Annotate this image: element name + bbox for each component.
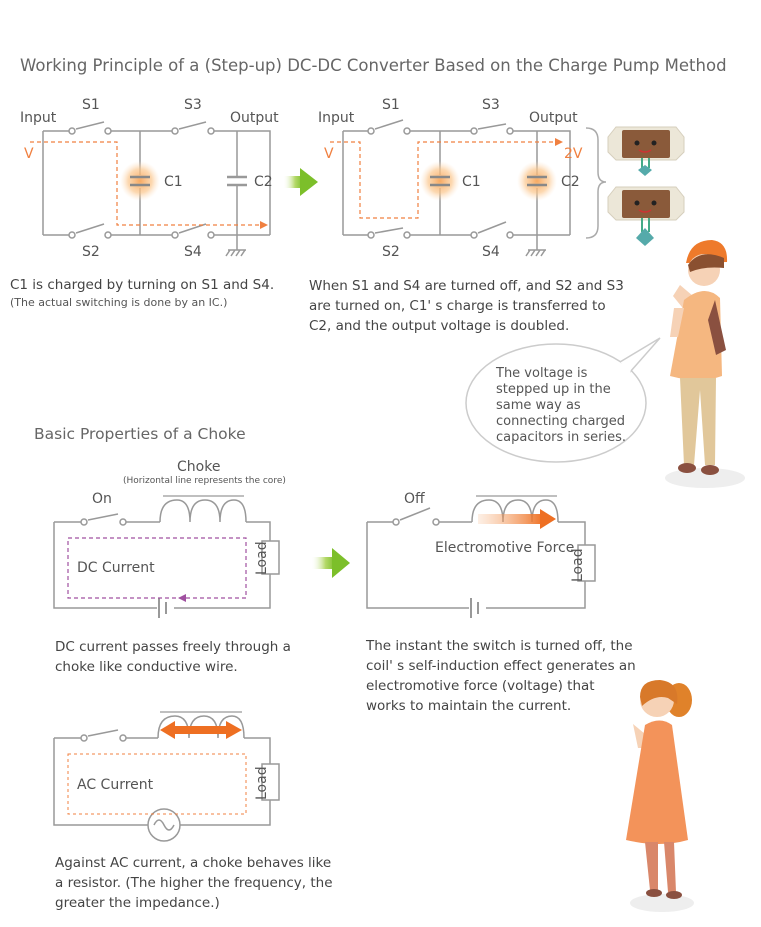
capacitor-character-bottom	[607, 186, 685, 246]
c1-label: C1	[164, 174, 183, 190]
s3-label-2: S3	[482, 97, 500, 113]
input-label: Input	[20, 110, 57, 126]
ac-double-arrow	[160, 721, 242, 739]
load-label-off: Load	[570, 548, 586, 582]
caption-ac: Against AC current, a choke behaves like…	[55, 855, 333, 911]
section-title-choke: Basic Properties of a Choke	[34, 425, 246, 443]
ac-current-label: AC Current	[77, 777, 154, 793]
load-label-ac: Load	[254, 766, 270, 800]
switch-s2	[75, 223, 105, 234]
s4-label: S4	[184, 244, 202, 260]
choke-label: Choke	[177, 459, 221, 475]
ac-current-path	[67, 753, 247, 815]
capacitor-c2-b	[527, 175, 547, 187]
c2-label: C2	[254, 174, 273, 190]
capacitor-character-top	[607, 126, 685, 176]
switch-s1	[75, 121, 105, 130]
charge-path-1	[30, 141, 262, 226]
capacitor-c1-b	[430, 175, 450, 187]
s2-label-2: S2	[382, 244, 400, 260]
s2-label: S2	[82, 244, 100, 260]
load-label-dc: Load	[254, 541, 270, 575]
choke-off-circuit	[366, 495, 596, 618]
v-label: V	[24, 146, 34, 162]
c1-glow	[120, 161, 160, 201]
c2-label-2: C2	[561, 174, 580, 190]
on-label: On	[92, 491, 112, 507]
output-label-2: Output	[529, 110, 578, 126]
c1-label-2: C1	[462, 174, 481, 190]
emf-arrow	[478, 509, 556, 529]
speech-bubble	[465, 337, 661, 463]
boy-character	[665, 240, 745, 488]
2v-label: 2V	[564, 146, 583, 162]
caption-off: The instant the switch is turned off, th…	[366, 638, 636, 714]
charge-path-2	[330, 141, 557, 219]
s4-label-2: S4	[482, 244, 500, 260]
dc-current-label: DC Current	[77, 560, 155, 576]
choke-dc-circuit	[53, 495, 280, 618]
charge-pump-circuit-1	[42, 121, 271, 257]
capacitor-c2	[227, 175, 247, 187]
caption-dc: DC current passes freely through a choke…	[55, 639, 291, 675]
choke-note: (Horizontal line represents the core)	[123, 476, 286, 486]
green-arrow-1	[283, 168, 318, 196]
choke-ac-circuit	[53, 711, 280, 842]
output-label: Output	[230, 110, 279, 126]
green-arrow-2	[311, 548, 350, 578]
caption-charge: C1 is charged by turning on S1 and S4.	[10, 277, 275, 293]
s1-label: S1	[82, 97, 100, 113]
caption-transfer: When S1 and S4 are turned off, and S2 an…	[309, 278, 624, 334]
capacitor-c1	[130, 175, 150, 187]
emf-label: Electromotive Force	[435, 540, 575, 556]
input-label-2: Input	[318, 110, 355, 126]
caption-charge-note: (The actual switching is done by an IC.)	[10, 296, 228, 309]
s1-label-2: S1	[382, 97, 400, 113]
off-label: Off	[404, 491, 425, 507]
v-label-2: V	[324, 146, 334, 162]
bubble-text: The voltage is stepped up in the same wa…	[496, 366, 627, 445]
switch-s3	[178, 121, 207, 130]
section-title-charge-pump: Working Principle of a (Step-up) DC-DC C…	[20, 56, 727, 75]
s3-label: S3	[184, 97, 202, 113]
brace	[585, 127, 607, 239]
girl-character	[626, 680, 694, 912]
